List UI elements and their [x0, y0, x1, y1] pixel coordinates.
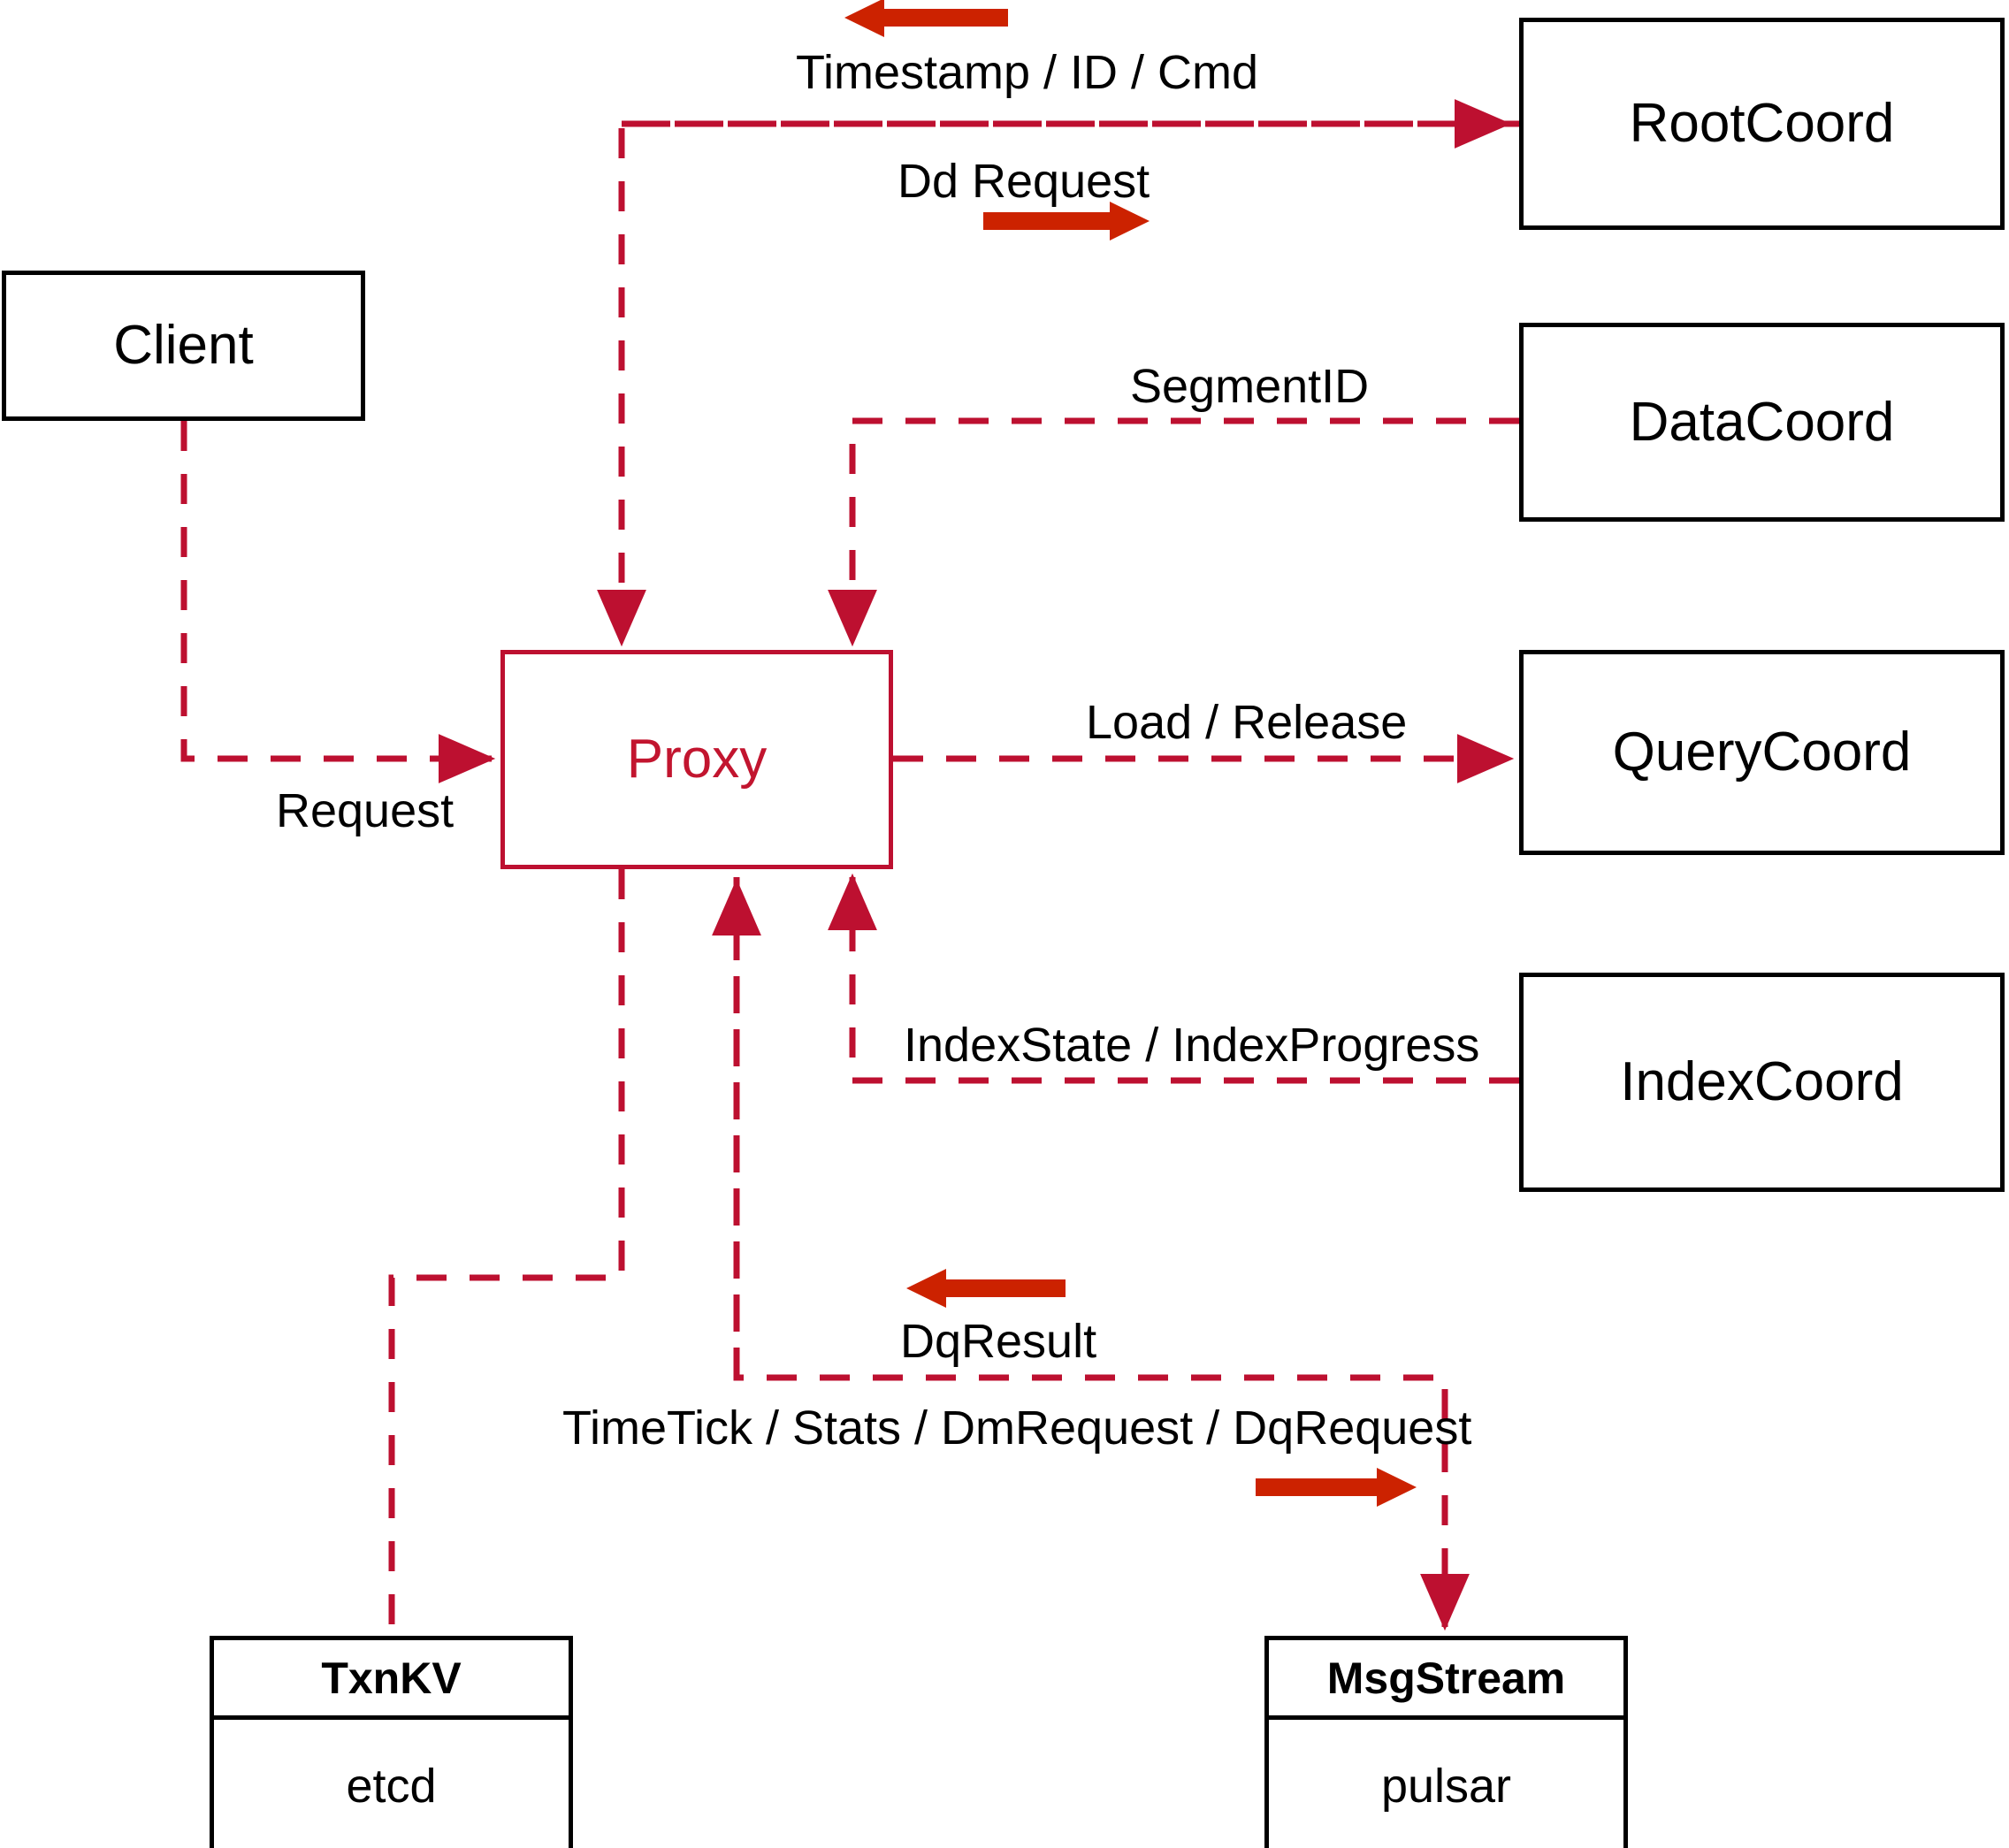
node-client-label: Client [113, 315, 254, 376]
node-txnkv[interactable]: TxnKV etcd [210, 1636, 573, 1848]
node-proxy-label: Proxy [626, 729, 768, 790]
node-msgstream-body: pulsar [1269, 1720, 1623, 1848]
node-txnkv-body: etcd [214, 1720, 569, 1848]
direction-arrow-dq-result [906, 1269, 1066, 1308]
edge-label-request: Request [276, 784, 455, 837]
node-msgstream[interactable]: MsgStream pulsar [1264, 1636, 1628, 1848]
node-txnkv-title: TxnKV [321, 1653, 462, 1703]
edge-label-index-state-progress: IndexState / IndexProgress [904, 1019, 1480, 1072]
edge-timestamp-id-cmd [597, 120, 1519, 647]
direction-arrow-dd-request [983, 202, 1150, 241]
node-rootcoord[interactable]: RootCoord [1519, 18, 2005, 230]
node-indexcoord-label: IndexCoord [1620, 1051, 1904, 1112]
edge-label-load-release: Load / Release [1086, 696, 1408, 749]
direction-arrow-timetick [1256, 1468, 1417, 1507]
node-msgstream-header: MsgStream [1269, 1640, 1623, 1720]
node-querycoord[interactable]: QueryCoord [1519, 650, 2005, 855]
edge-label-segment-id: SegmentID [1130, 360, 1370, 413]
edge-index-state-progress [828, 873, 1519, 1084]
edge-label-timestamp-id-cmd: Timestamp / ID / Cmd [796, 46, 1259, 99]
node-txnkv-header: TxnKV [214, 1640, 569, 1720]
edge-request [180, 421, 496, 783]
edge-proxy-txnkv [388, 869, 625, 1636]
edge-msgstream-route [712, 877, 1470, 1631]
node-datacoord-label: DataCoord [1629, 391, 1895, 453]
node-datacoord[interactable]: DataCoord [1519, 323, 2005, 522]
node-rootcoord-label: RootCoord [1629, 93, 1895, 154]
edge-segment-id [828, 417, 1519, 647]
node-proxy[interactable]: Proxy [500, 650, 893, 869]
node-txnkv-impl: etcd [346, 1760, 437, 1813]
edge-label-dq-result: DqResult [900, 1315, 1097, 1368]
node-msgstream-title: MsgStream [1326, 1653, 1566, 1703]
node-querycoord-label: QueryCoord [1612, 722, 1912, 783]
node-indexcoord[interactable]: IndexCoord [1519, 973, 2005, 1192]
edge-label-dd-request: Dd Request [898, 155, 1150, 208]
direction-arrow-timestamp [844, 0, 1008, 37]
node-msgstream-impl: pulsar [1380, 1760, 1512, 1813]
node-client[interactable]: Client [2, 271, 365, 421]
edge-label-timetick-stats: TimeTick / Stats / DmRequest / DqRequest [562, 1401, 1472, 1455]
